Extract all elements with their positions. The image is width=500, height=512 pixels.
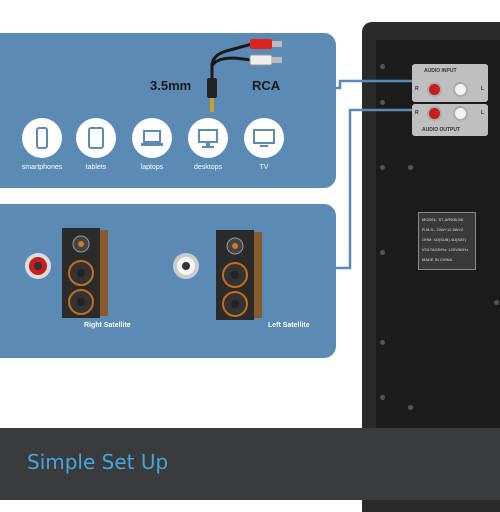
- input-l-label: L: [481, 86, 485, 92]
- output-jack-red: [427, 106, 442, 121]
- spec-voltage: VOLTAGE/Hz: 120V/60Hz: [422, 247, 469, 252]
- tv-icon: [244, 118, 284, 158]
- screw: [380, 64, 385, 69]
- input-r-label: R: [415, 86, 419, 92]
- laptop-icon: [132, 118, 172, 158]
- screw: [494, 300, 499, 305]
- device-label-tablets: tablets: [85, 164, 107, 171]
- satellite-panel: [0, 204, 336, 358]
- right-satellite-speaker: [62, 228, 108, 318]
- tablet-icon: [76, 118, 116, 158]
- screw: [380, 340, 385, 345]
- device-label-tv: TV: [259, 164, 269, 171]
- device-label-desktops: desktops: [193, 164, 223, 171]
- device-label-laptops: laptops: [140, 164, 164, 171]
- cable-illustration: [207, 39, 282, 112]
- audio-output-label: AUDIO OUTPUT: [422, 127, 461, 133]
- desktop-icon: [188, 118, 228, 158]
- spec-origin: MADE IN CHINA: [422, 257, 453, 262]
- audio-input-label: AUDIO INPUT: [424, 68, 457, 74]
- smartphone-icon: [22, 118, 62, 158]
- footer-bar: [0, 428, 500, 500]
- rca-red-jack-icon: [25, 253, 51, 279]
- spec-ohm: OHM: 4Ω(SUB) 4Ω(SAT): [422, 237, 467, 242]
- screw: [380, 395, 385, 400]
- screw: [380, 165, 385, 170]
- screw: [380, 100, 385, 105]
- left-satellite-speaker: [216, 230, 262, 320]
- rca-white-jack-icon: [173, 253, 199, 279]
- footer-title: Simple Set Up: [27, 450, 169, 474]
- left-satellite-label: Left Satellite: [268, 322, 310, 329]
- right-satellite-label: Right Satellite: [84, 322, 131, 329]
- spec-model: MODEL: ST-AR505-BK: [422, 217, 464, 222]
- screw: [380, 250, 385, 255]
- audio-output-plate: [412, 104, 488, 136]
- spec-rms: R.M.S.: 20W+12.5W×2: [422, 227, 464, 232]
- input-jack-red: [427, 82, 442, 97]
- spec-label-plate: MODEL: ST-AR505-BK R.M.S.: 20W+12.5W×2 O…: [418, 212, 476, 270]
- connection-lines: [300, 79, 412, 270]
- cable-35mm-label: 3.5mm: [150, 78, 192, 93]
- screw: [408, 405, 413, 410]
- device-label-smartphones: smartphones: [21, 164, 63, 171]
- cable-rca-label: RCA: [252, 78, 281, 93]
- output-l-label: L: [481, 110, 485, 116]
- output-jack-white: [453, 106, 468, 121]
- screw: [408, 165, 413, 170]
- audio-input-plate: [412, 64, 488, 102]
- output-r-label: R: [415, 110, 419, 116]
- input-jack-white: [453, 82, 468, 97]
